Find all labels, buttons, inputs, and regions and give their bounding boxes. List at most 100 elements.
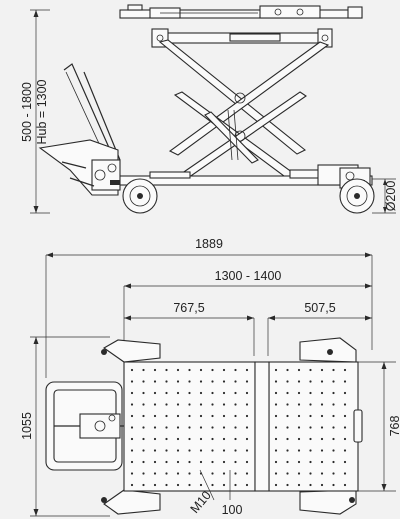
mounting-hole — [188, 426, 191, 429]
mounting-hole — [297, 414, 301, 418]
height-range-label: 500 - 1800 — [20, 82, 34, 142]
mounting-hole — [142, 426, 145, 429]
mounting-hole — [222, 426, 226, 429]
wheel-diameter-label: Ø200 — [384, 181, 398, 212]
overall-length-label: 1889 — [195, 237, 223, 251]
mounting-hole — [297, 391, 301, 395]
mounting-hole — [343, 426, 347, 429]
pump-assembly — [38, 139, 121, 196]
mounting-hole — [142, 483, 145, 487]
hole-grid-left — [130, 368, 249, 487]
mounting-hole — [222, 437, 226, 441]
mounting-hole — [165, 460, 168, 464]
mounting-hole — [165, 368, 168, 372]
mounting-hole — [309, 368, 312, 372]
mounting-hole — [130, 391, 134, 395]
mounting-hole — [211, 449, 214, 452]
mounting-hole — [153, 414, 157, 418]
platform-width-label: 768 — [388, 416, 400, 437]
mounting-hole — [297, 437, 301, 441]
mounting-hole — [199, 460, 203, 464]
mounting-hole — [332, 368, 335, 372]
mounting-hole — [309, 414, 312, 418]
mounting-hole — [286, 472, 289, 475]
mounting-hole — [199, 483, 203, 487]
mounting-hole — [332, 483, 335, 487]
mounting-hole — [130, 449, 134, 452]
mounting-hole — [222, 368, 226, 372]
mounting-hole — [211, 368, 214, 372]
mounting-hole — [188, 460, 191, 464]
mounting-hole — [142, 391, 145, 395]
mounting-hole — [309, 380, 312, 383]
front-wheel — [122, 178, 158, 214]
mounting-hole — [130, 472, 134, 475]
mounting-hole — [130, 403, 134, 406]
mounting-hole — [286, 483, 289, 487]
mounting-hole — [211, 426, 214, 429]
mounting-hole — [320, 460, 324, 464]
slot-spacing-label: 100 — [222, 503, 243, 517]
mounting-hole — [130, 380, 134, 383]
mounting-hole — [320, 472, 324, 475]
mounting-hole — [274, 460, 278, 464]
mounting-hole — [234, 460, 237, 464]
mounting-hole — [176, 403, 180, 406]
mounting-hole — [176, 472, 180, 475]
mounting-hole — [199, 380, 203, 383]
mounting-hole — [274, 426, 278, 429]
mounting-hole — [188, 483, 191, 487]
mounting-hole — [234, 437, 237, 441]
mounting-hole — [234, 449, 237, 452]
mounting-hole — [332, 437, 335, 441]
mounting-hole — [176, 437, 180, 441]
mounting-hole — [165, 403, 168, 406]
mounting-hole — [211, 403, 214, 406]
mounting-hole — [142, 437, 145, 441]
mounting-hole — [222, 380, 226, 383]
mounting-hole — [142, 449, 145, 452]
mounting-hole — [320, 449, 324, 452]
left-section-label: 767,5 — [173, 301, 204, 315]
mounting-hole — [274, 391, 278, 395]
mounting-hole — [130, 426, 134, 429]
mounting-hole — [245, 414, 249, 418]
mounting-hole — [222, 460, 226, 464]
mounting-hole — [234, 483, 237, 487]
mounting-hole — [211, 414, 214, 418]
mounting-hole — [222, 449, 226, 452]
mounting-hole — [245, 403, 249, 406]
platform-range-label: 1300 - 1400 — [215, 269, 282, 283]
base-outline — [101, 337, 357, 515]
mounting-hole — [153, 483, 157, 487]
mounting-hole — [332, 449, 335, 452]
mounting-hole — [297, 368, 301, 372]
mounting-hole — [222, 403, 226, 406]
mounting-hole — [286, 380, 289, 383]
mounting-hole — [245, 437, 249, 441]
mounting-hole — [188, 472, 191, 475]
mounting-hole — [274, 483, 278, 487]
mounting-hole — [222, 391, 226, 395]
mounting-hole — [176, 483, 180, 487]
mounting-hole — [286, 368, 289, 372]
mounting-hole — [274, 414, 278, 418]
mounting-hole — [297, 449, 301, 452]
mounting-hole — [211, 460, 214, 464]
mounting-hole — [130, 368, 134, 372]
mounting-hole — [234, 472, 237, 475]
mounting-hole — [234, 403, 237, 406]
mounting-hole — [245, 460, 249, 464]
mounting-hole — [188, 414, 191, 418]
mounting-hole — [274, 449, 278, 452]
mounting-hole — [142, 403, 145, 406]
mounting-hole — [165, 426, 168, 429]
mounting-hole — [297, 380, 301, 383]
mounting-hole — [343, 368, 347, 372]
scissor-arms — [158, 39, 330, 183]
scissor-top-frame — [151, 28, 333, 48]
mounting-hole — [153, 403, 157, 406]
mounting-hole — [343, 380, 347, 383]
mounting-hole — [165, 414, 168, 418]
